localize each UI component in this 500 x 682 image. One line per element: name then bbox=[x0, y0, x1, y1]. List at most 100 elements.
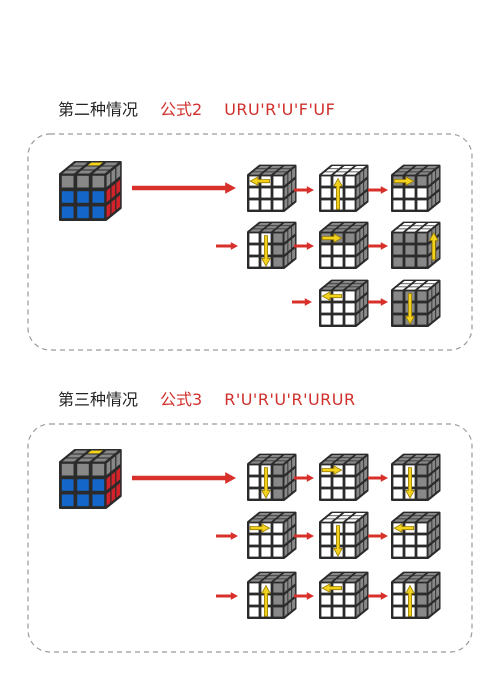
cube-sticker bbox=[253, 576, 266, 579]
move-arrow-icon bbox=[261, 467, 271, 500]
move-arrow-icon bbox=[333, 177, 343, 210]
cube-sticker bbox=[253, 516, 266, 519]
cube-sticker bbox=[111, 456, 116, 471]
cube-sticker bbox=[87, 450, 103, 454]
cube-top-face bbox=[321, 166, 366, 175]
cube-sticker bbox=[345, 172, 358, 175]
cube-sticker bbox=[261, 200, 271, 210]
cube-sticker bbox=[111, 487, 116, 502]
move-arrow-icon bbox=[393, 523, 415, 533]
cube-body bbox=[247, 164, 297, 212]
cube-sticker bbox=[98, 166, 114, 170]
cube-sticker bbox=[329, 573, 342, 576]
cube-sticker bbox=[409, 169, 422, 172]
cube-sticker bbox=[321, 547, 331, 557]
cube-sticker bbox=[253, 226, 266, 229]
cube-sticker bbox=[428, 604, 432, 617]
cube-sticker bbox=[364, 468, 368, 480]
cube-sticker bbox=[253, 458, 266, 461]
move-arrow-icon bbox=[393, 176, 415, 186]
cube-sticker bbox=[273, 245, 283, 255]
cube-sticker bbox=[436, 456, 440, 468]
cube-sticker bbox=[333, 257, 343, 267]
cube-sticker bbox=[321, 200, 331, 210]
cube-sticker bbox=[432, 297, 436, 310]
cube-sticker bbox=[102, 162, 119, 166]
cube-sticker bbox=[288, 239, 292, 252]
cube-sticker bbox=[405, 287, 418, 290]
cube-sticker bbox=[349, 516, 362, 519]
cube-sticker bbox=[284, 462, 288, 475]
cube-sticker bbox=[417, 461, 430, 464]
cube-sticker bbox=[288, 459, 292, 472]
right-arrow-icon bbox=[368, 474, 388, 482]
cube-sticker bbox=[425, 166, 438, 169]
cube-sticker bbox=[401, 455, 414, 458]
cube-sticker bbox=[436, 526, 440, 538]
step-cube-r-b bbox=[391, 571, 441, 619]
step-arrow bbox=[294, 242, 314, 250]
cube-top-face bbox=[393, 513, 438, 522]
cube-sticker bbox=[393, 303, 403, 313]
cube-sticker bbox=[261, 461, 274, 464]
cube-sticker bbox=[436, 191, 440, 203]
cube-sticker bbox=[257, 573, 270, 576]
step-arrow bbox=[294, 474, 314, 482]
cube-sticker bbox=[356, 474, 360, 487]
step-arrow bbox=[216, 242, 238, 250]
cube-sticker bbox=[360, 182, 364, 195]
cube-sticker bbox=[356, 544, 360, 557]
cube-sticker bbox=[77, 458, 94, 462]
cube-sticker bbox=[353, 166, 366, 169]
cube-sticker bbox=[341, 513, 354, 516]
cube-sticker bbox=[292, 574, 296, 586]
cube-sticker bbox=[341, 455, 354, 458]
cube-sticker bbox=[393, 547, 403, 557]
cube-sticker bbox=[417, 315, 427, 325]
step-cube-u-prime-a bbox=[319, 453, 369, 501]
cube-sticker bbox=[417, 465, 427, 475]
cube-sticker bbox=[349, 576, 362, 579]
cube-right-face bbox=[428, 514, 440, 557]
cube-sticker bbox=[356, 173, 360, 186]
cube-sticker bbox=[333, 172, 346, 175]
cube-sticker bbox=[345, 257, 355, 267]
section-2-title: 第二种情况 bbox=[58, 100, 139, 119]
cube-sticker bbox=[249, 595, 259, 605]
cube-sticker bbox=[261, 535, 271, 545]
cube-sticker bbox=[321, 519, 334, 522]
start-cube-case-3 bbox=[59, 449, 122, 509]
cube-sticker bbox=[360, 459, 364, 472]
cube-body bbox=[391, 571, 441, 619]
cube-sticker bbox=[321, 315, 331, 325]
cube-sticker bbox=[353, 455, 366, 458]
cube-sticker bbox=[281, 166, 294, 169]
cube-sticker bbox=[393, 489, 403, 499]
cube-sticker bbox=[67, 166, 83, 170]
cube-sticker bbox=[249, 547, 259, 557]
cube-sticker bbox=[405, 188, 415, 198]
section-3-formula-name: 公式3 bbox=[160, 390, 203, 409]
step-arrow bbox=[368, 532, 388, 540]
cube-sticker bbox=[321, 489, 331, 499]
cube-sticker bbox=[273, 176, 283, 186]
cube-sticker bbox=[360, 483, 364, 496]
cube-sticker bbox=[72, 162, 88, 166]
cube-sticker bbox=[345, 519, 358, 522]
cube-sticker bbox=[364, 306, 368, 318]
cube-sticker bbox=[345, 188, 355, 198]
cube-sticker bbox=[82, 166, 99, 170]
cube-sticker bbox=[428, 592, 432, 605]
cube-sticker bbox=[321, 176, 331, 186]
cube-sticker bbox=[353, 573, 366, 576]
cube-sticker bbox=[345, 303, 355, 313]
cube-sticker bbox=[325, 284, 338, 287]
step-cube-f bbox=[391, 279, 441, 327]
cube-sticker bbox=[393, 465, 403, 475]
move-arrow-icon bbox=[249, 176, 271, 186]
cube-sticker bbox=[345, 176, 355, 186]
cube-front-face bbox=[249, 176, 283, 210]
cube-sticker bbox=[436, 574, 440, 586]
